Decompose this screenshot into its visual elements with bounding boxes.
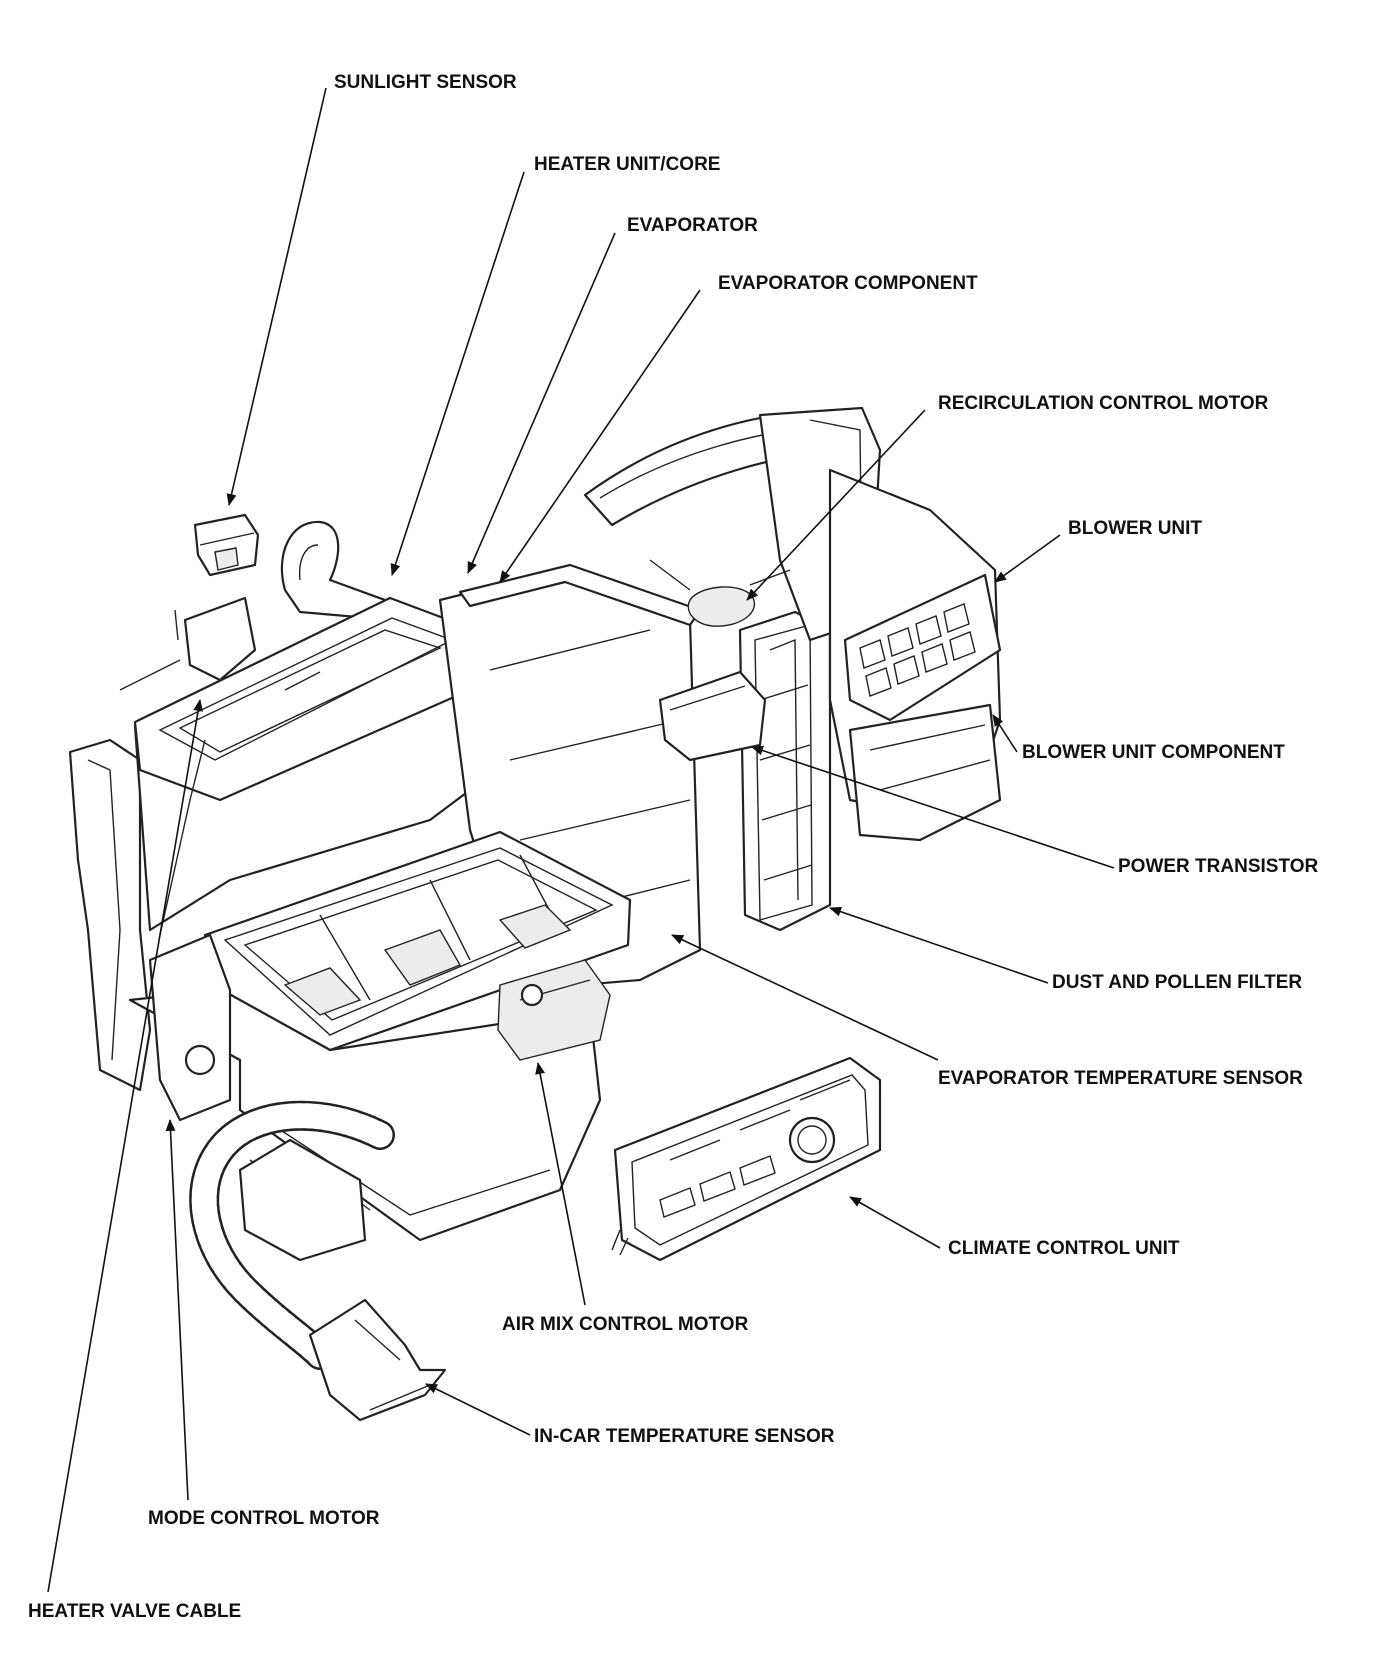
label-heater-valve-cable: HEATER VALVE CABLE: [28, 1601, 241, 1622]
label-dust-and-pollen-filter: DUST AND POLLEN FILTER: [1052, 972, 1302, 993]
label-evaporator-component: EVAPORATOR COMPONENT: [718, 273, 978, 294]
label-evaporator-temperature-sensor: EVAPORATOR TEMPERATURE SENSOR: [938, 1068, 1303, 1089]
label-air-mix-control-motor: AIR MIX CONTROL MOTOR: [502, 1314, 749, 1335]
leader-lines: [47, 87, 1115, 1593]
label-mode-control-motor: MODE CONTROL MOTOR: [148, 1508, 380, 1529]
label-recirculation-control-motor: RECIRCULATION CONTROL MOTOR: [938, 393, 1269, 414]
label-evaporator: EVAPORATOR: [627, 215, 758, 236]
label-power-transistor: POWER TRANSISTOR: [1118, 856, 1318, 877]
label-climate-control-unit: CLIMATE CONTROL UNIT: [948, 1238, 1180, 1259]
callout-labels: SUNLIGHT SENSOR HEATER UNIT/CORE EVAPORA…: [28, 72, 1318, 1622]
hvac-assembly-illustration: [68, 406, 1002, 1422]
label-blower-unit-component: BLOWER UNIT COMPONENT: [1022, 742, 1285, 763]
label-in-car-temperature-sensor: IN-CAR TEMPERATURE SENSOR: [534, 1426, 835, 1447]
label-heater-unit-core: HEATER UNIT/CORE: [534, 154, 720, 175]
label-sunlight-sensor: SUNLIGHT SENSOR: [334, 72, 517, 93]
label-blower-unit: BLOWER UNIT: [1068, 518, 1202, 539]
